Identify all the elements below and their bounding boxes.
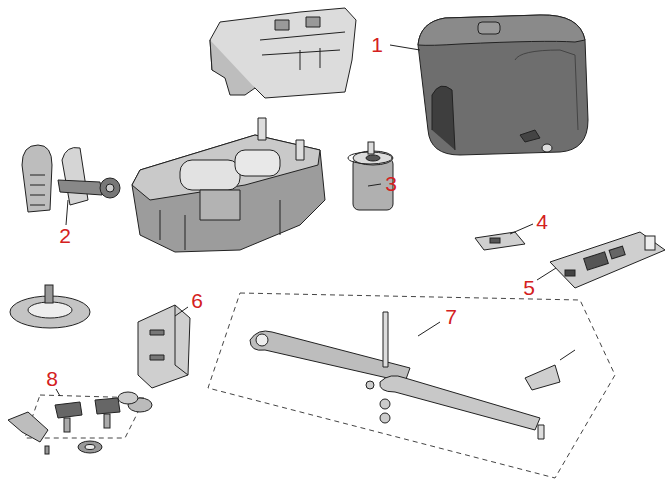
leader-lines: [390, 45, 420, 50]
drive-pinion: [368, 142, 374, 154]
rear-cover: [210, 8, 356, 98]
gearbox-body: [200, 190, 240, 220]
rear-cover: [260, 32, 345, 70]
leader-lines: [537, 268, 556, 280]
arm-assembly: [366, 381, 374, 389]
main-cover: [542, 144, 552, 152]
main-cover: [418, 15, 588, 155]
callout-number: 6: [191, 290, 203, 311]
main-cover: [515, 50, 578, 130]
small-board: [475, 232, 525, 250]
arm-assembly: [538, 425, 544, 439]
mounting-bracket: [138, 305, 190, 388]
drive-pinion: [366, 155, 380, 161]
main-cover: [432, 86, 455, 150]
arm-assembly: [208, 293, 615, 478]
limit-switch: [30, 175, 45, 205]
gearbox-body: [132, 135, 325, 252]
leader-lines: [66, 200, 68, 225]
limit-switch: [106, 184, 114, 192]
main-cover: [418, 15, 585, 45]
small-board: [490, 238, 500, 243]
control-board: [565, 270, 575, 276]
gearbox-body: [235, 150, 280, 176]
arm-assembly: [525, 365, 560, 390]
mounting-bracket: [138, 305, 190, 388]
arm-assembly: [208, 293, 615, 478]
leader-lines: [418, 322, 440, 336]
control-board: [550, 232, 665, 288]
release-kit: [8, 392, 152, 454]
rear-cover: [210, 40, 255, 95]
base-ring: [45, 285, 53, 303]
callout-number: 5: [523, 277, 535, 298]
release-kit: [95, 398, 120, 414]
release-kit: [45, 446, 49, 454]
release-kit: [64, 418, 70, 432]
leader-lines: [510, 224, 533, 234]
control-board: [645, 236, 655, 250]
limit-switch: [62, 148, 88, 206]
callout-number: 7: [445, 306, 457, 327]
arm-assembly: [380, 399, 390, 409]
arm-assembly: [380, 413, 390, 423]
small-board: [475, 232, 525, 250]
mounting-bracket: [175, 305, 188, 375]
rear-cover: [306, 17, 320, 27]
arm-assembly: [380, 376, 540, 430]
main-cover: [478, 22, 500, 34]
base-ring: [10, 285, 90, 328]
release-kit: [78, 441, 102, 453]
callout-number: 3: [385, 173, 397, 194]
leader-lines: [56, 45, 556, 396]
rear-cover: [210, 8, 356, 98]
release-kit: [118, 392, 138, 404]
arm-assembly: [256, 334, 268, 346]
arm-assembly: [250, 312, 575, 439]
release-kit: [85, 445, 95, 450]
gearbox-body: [132, 118, 325, 252]
callout-number: 4: [536, 211, 548, 232]
rear-cover: [275, 20, 289, 30]
callout-number: 2: [59, 225, 71, 246]
leader-lines: [368, 184, 381, 186]
arm-assembly: [383, 312, 388, 367]
control-board: [609, 246, 625, 259]
release-kit: [104, 414, 110, 428]
leader-lines: [175, 307, 188, 316]
control-board: [584, 252, 609, 270]
callout-number: 1: [371, 34, 383, 55]
gearbox-body: [258, 118, 266, 140]
limit-switch: [22, 145, 120, 212]
mounting-bracket: [150, 355, 164, 360]
gearbox-body: [296, 140, 304, 160]
release-kit: [8, 392, 152, 454]
release-kit: [55, 402, 82, 418]
callout-number: 8: [46, 368, 58, 389]
leader-lines: [56, 389, 60, 396]
release-kit: [8, 412, 48, 442]
gearbox-body: [180, 160, 240, 190]
main-cover: [418, 15, 588, 155]
base-ring: [28, 302, 72, 318]
gearbox-body: [160, 200, 280, 250]
limit-switch: [100, 178, 120, 198]
limit-switch: [58, 180, 102, 195]
mounting-bracket: [150, 330, 164, 335]
limit-switch: [22, 145, 52, 212]
arm-assembly: [560, 350, 575, 360]
control-board: [550, 232, 665, 288]
main-cover: [520, 130, 540, 142]
